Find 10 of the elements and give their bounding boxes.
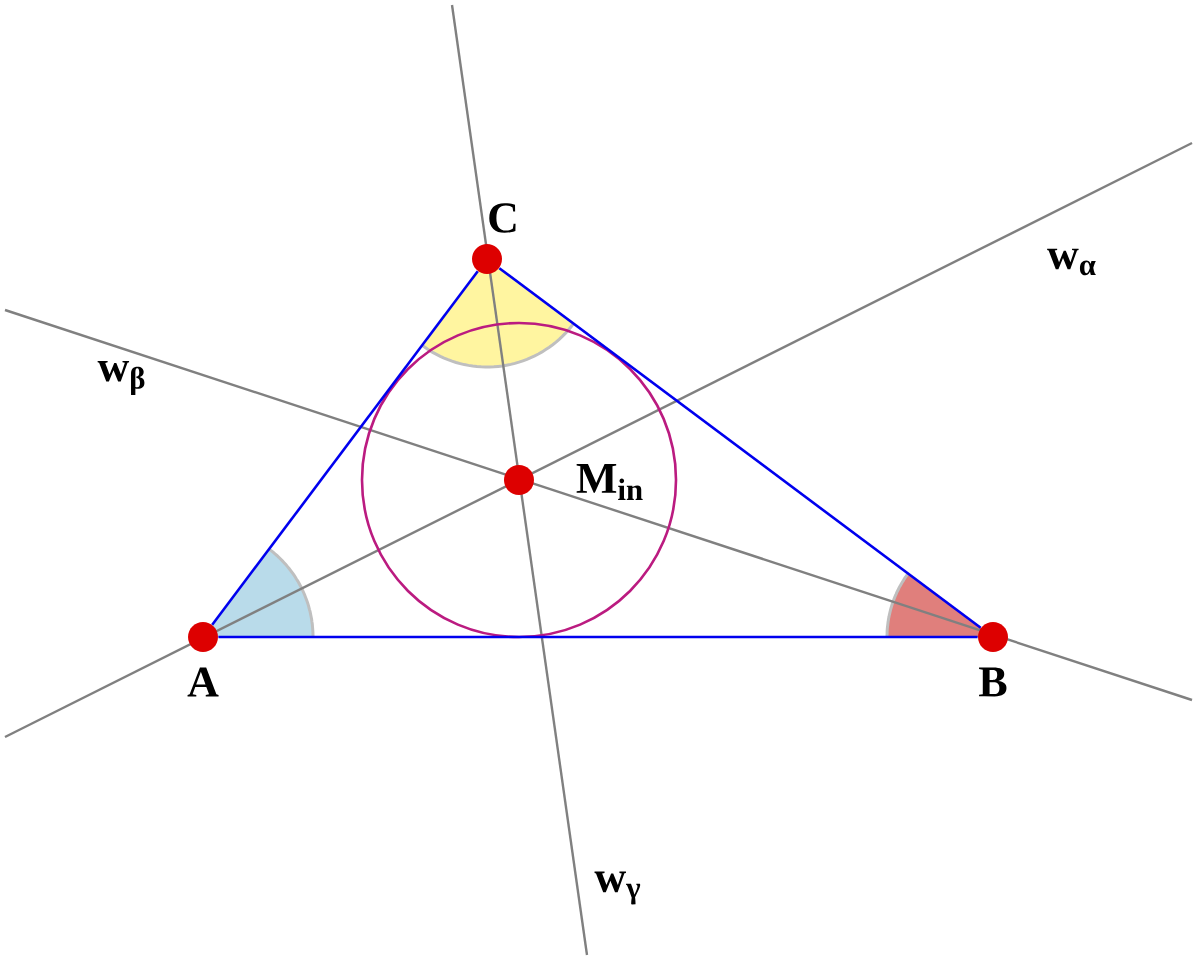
- point-label: C: [489, 203, 516, 233]
- point-label: A: [187, 667, 219, 697]
- triangle-side: [211, 270, 479, 626]
- triangle-side: [218, 635, 978, 639]
- point-label: B: [979, 667, 1007, 697]
- line-label: w$_{α}$: [1047, 248, 1096, 276]
- point-label: M$_{in}$: [576, 464, 643, 500]
- line-label: w$_{β}$: [97, 360, 145, 396]
- triangle-side: [498, 267, 982, 629]
- line-label: w$_{γ}$: [594, 871, 641, 905]
